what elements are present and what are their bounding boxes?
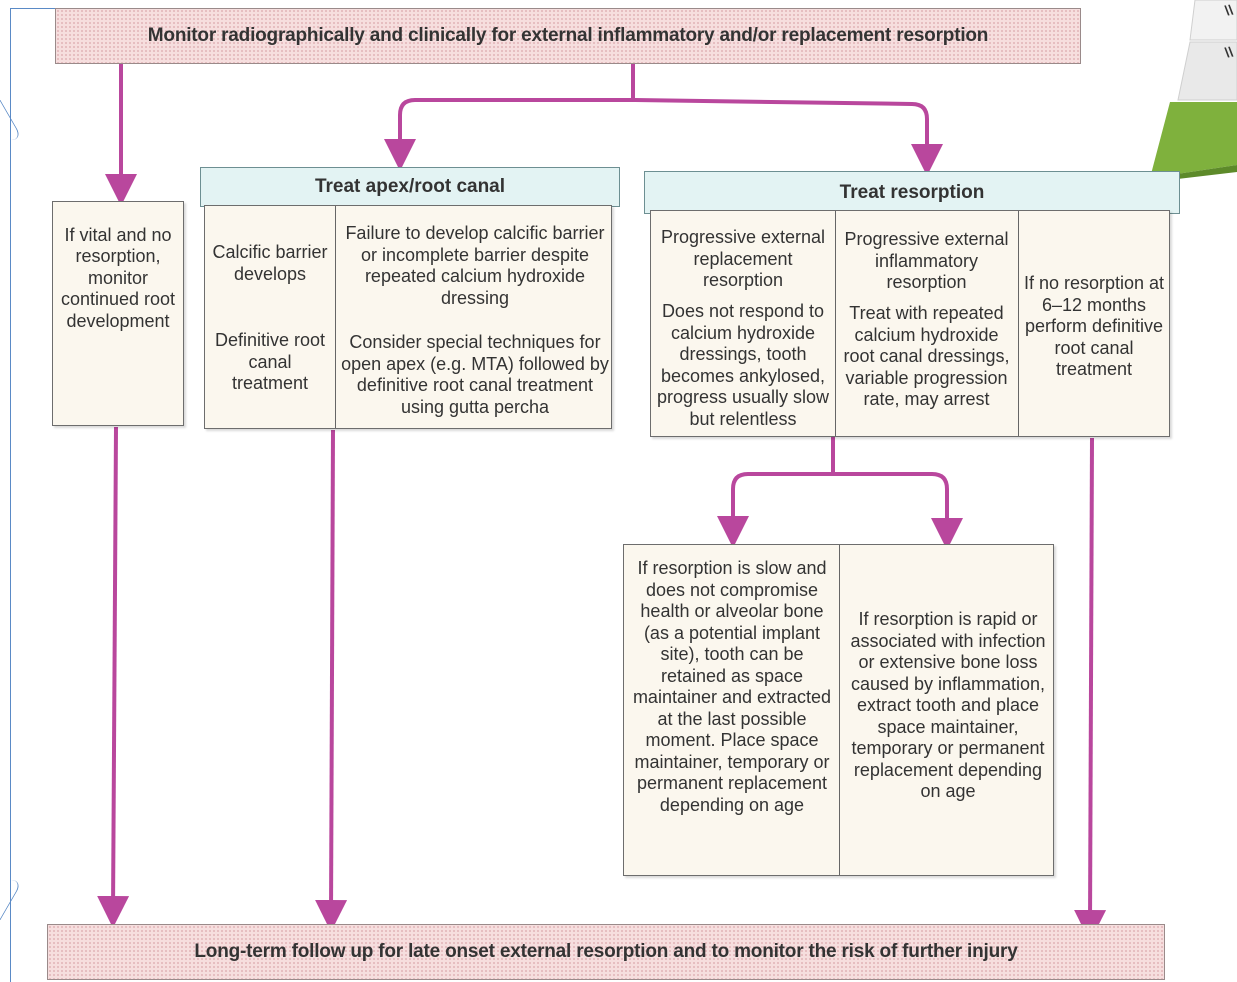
resorption-divider-2 xyxy=(1018,211,1019,436)
corner-decoration xyxy=(1150,0,1237,182)
apex-header: Treat apex/root canal xyxy=(200,167,620,207)
resorption-col2-body: Treat with repeated calcium hydroxide ro… xyxy=(843,303,1010,409)
resorption-divider-1 xyxy=(835,211,836,436)
top-bar: Monitor radiographically and clinically … xyxy=(55,8,1081,64)
apex-header-text: Treat apex/root canal xyxy=(314,176,506,197)
outcome-slow: If resorption is slow and does not compr… xyxy=(632,558,832,815)
vital-text: If vital and no resorption, monitor cont… xyxy=(60,224,176,331)
outcome-divider xyxy=(839,545,840,875)
resorption-box: Progressive external replacement resorpt… xyxy=(650,210,1170,437)
apex-col1-bottom: Definitive root canal treatment xyxy=(214,330,326,393)
resorption-col3: If no resorption at 6–12 months perform … xyxy=(1023,273,1165,379)
top-bar-text: Monitor radiographically and clinically … xyxy=(147,25,989,46)
outcome-box: If resorption is slow and does not compr… xyxy=(623,544,1054,876)
apex-col2-top: Failure to develop calcific barrier or i… xyxy=(345,223,605,308)
apex-col2-bottom: Consider special techniques for open ape… xyxy=(341,332,609,417)
apex-box: Calcific barrier develops Definitive roo… xyxy=(204,205,612,429)
resorption-col1-title: Progressive external replacement resorpt… xyxy=(660,227,826,290)
apex-col1-top: Calcific barrier develops xyxy=(212,242,328,284)
resorption-header: Treat resorption xyxy=(644,171,1180,214)
resorption-header-text: Treat resorption xyxy=(839,181,985,203)
resorption-col1-body: Does not respond to calcium hydroxide dr… xyxy=(656,301,830,429)
bottom-bar: Long-term follow up for late onset exter… xyxy=(47,924,1165,980)
bottom-bar-text: Long-term follow up for late onset exter… xyxy=(194,941,1018,962)
apex-divider xyxy=(335,206,336,428)
vital-box: If vital and no resorption, monitor cont… xyxy=(52,201,184,426)
outcome-rapid: If resorption is rapid or associated wit… xyxy=(850,609,1046,801)
resorption-col2-title: Progressive external inflammatory resorp… xyxy=(844,229,1009,292)
